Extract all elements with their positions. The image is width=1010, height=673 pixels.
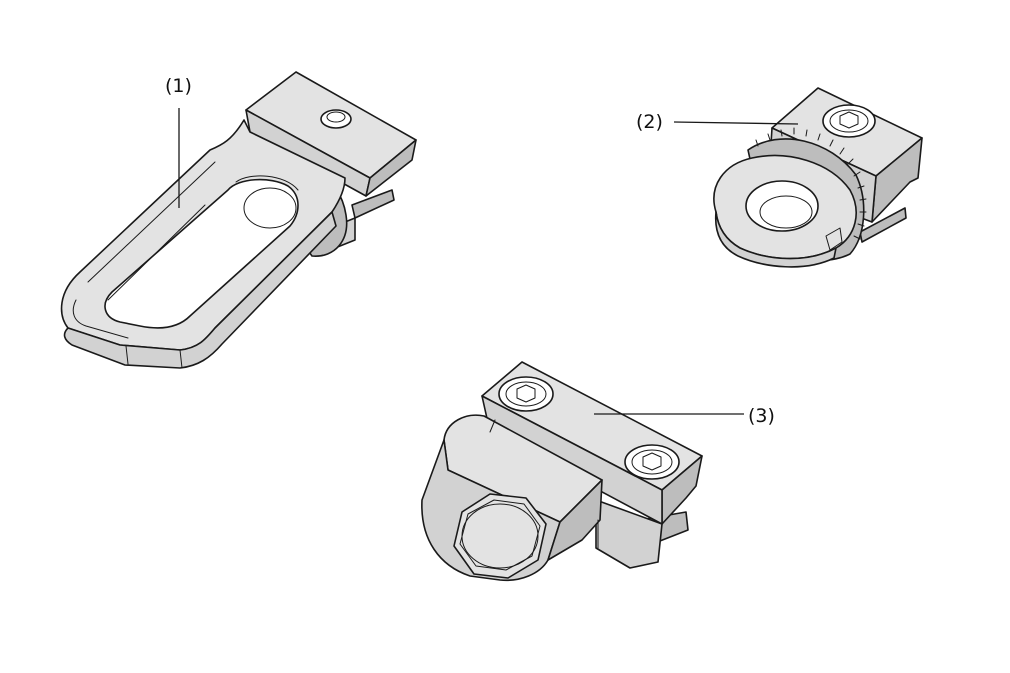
callout-label-2: (2): [636, 111, 663, 133]
callout-2: (2): [636, 111, 799, 133]
long-eyelet-bracket-icon: [60, 71, 417, 369]
callout-label-1: (1): [165, 75, 192, 97]
callout-label-3: (3): [748, 405, 775, 427]
round-eyelet-clamp-icon: [713, 87, 923, 268]
leader-line-2: [673, 121, 799, 125]
callout-1: (1): [165, 75, 192, 208]
callout-3: (3): [594, 405, 775, 427]
hex-bolt-clamp-icon: [421, 361, 703, 582]
